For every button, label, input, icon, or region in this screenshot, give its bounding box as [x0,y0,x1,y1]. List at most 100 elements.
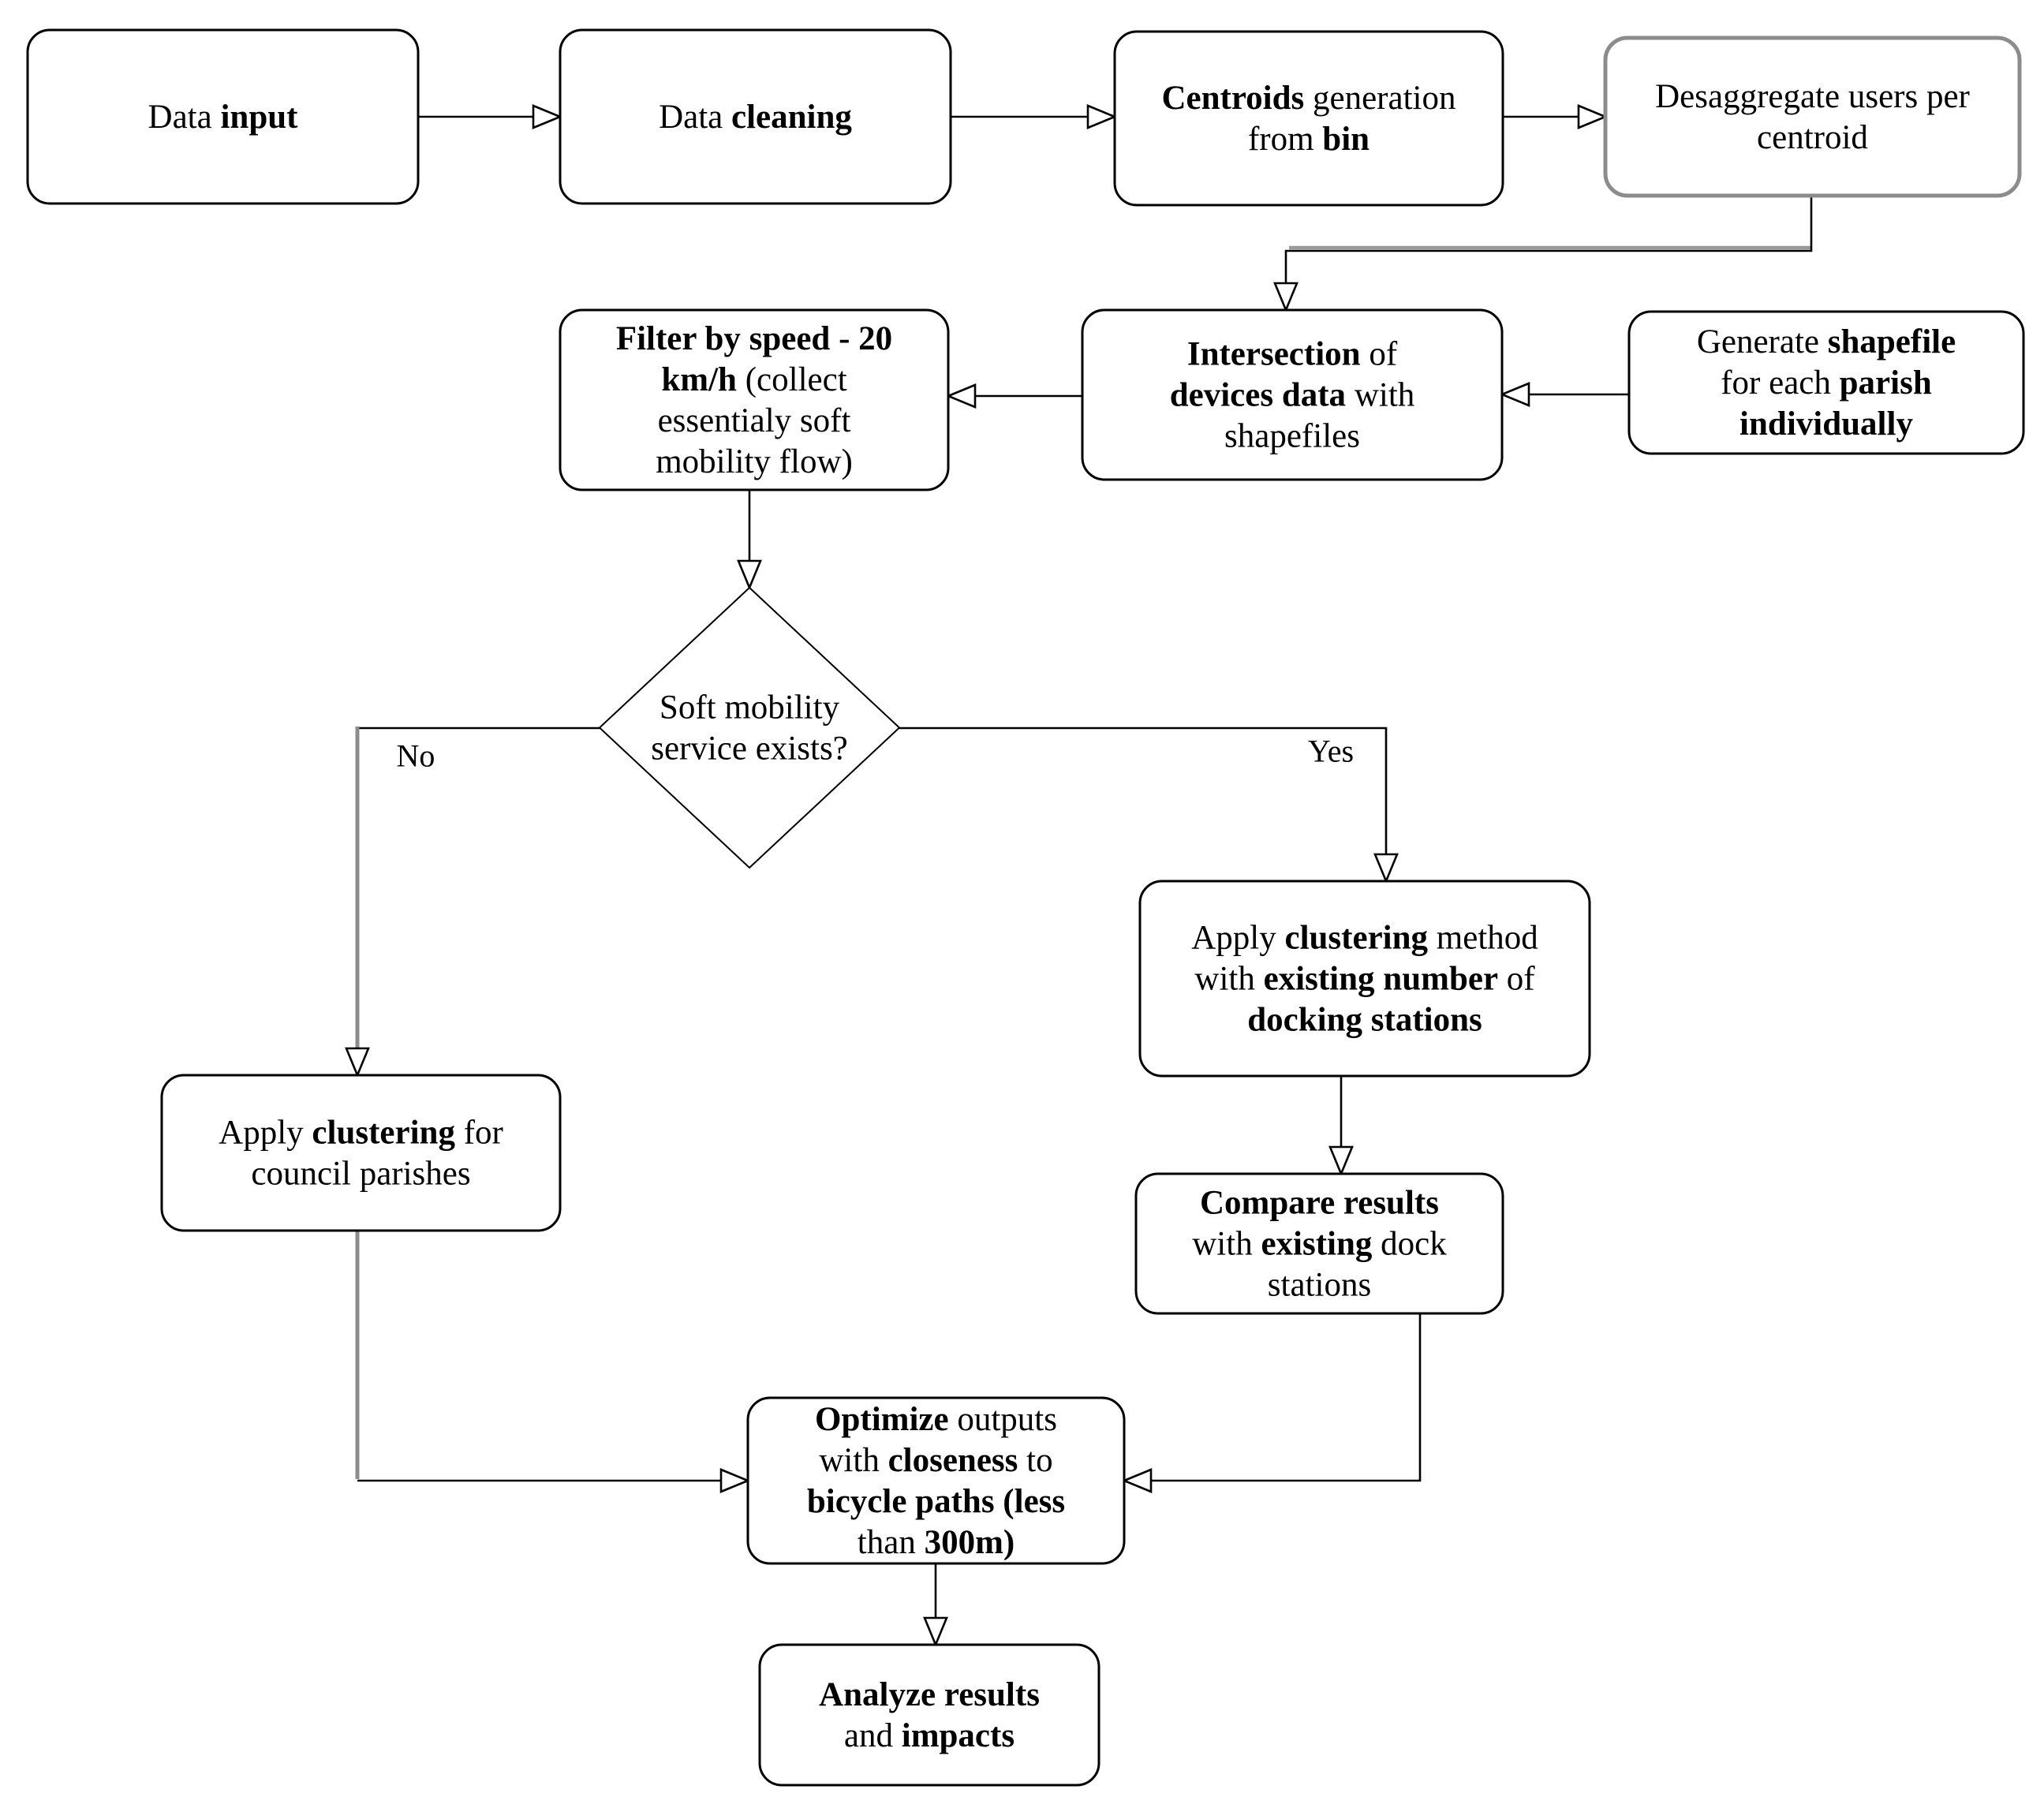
apply-clustering-stations-text-line: with existing number of [1194,960,1535,997]
soft-mobility-decision-text-line: Soft mobility [660,689,840,726]
apply-clustering-parishes-text-segment: clustering [312,1114,455,1151]
compare-results-text-segment: stations [1268,1266,1371,1303]
apply-clustering-parishes-node: Apply clustering for council parishes [160,1074,562,1232]
compare-results-text-segment: dock [1372,1225,1447,1262]
filter-by-speed-text-segment: (collect [737,361,847,398]
intersection-devices-text-line: shapefiles [1224,417,1360,454]
compare-results-text-segment: existing [1261,1225,1372,1262]
filter-by-speed-shape [559,308,950,491]
edge-no-into-apply-parishes-arrowhead-icon [345,1047,370,1078]
optimize-outputs-text-segment: closeness [888,1442,1018,1479]
compare-results-shape [1134,1172,1504,1315]
optimize-outputs-text-segment: 300m) [925,1524,1015,1561]
compare-results-text-line: Compare results [1200,1184,1439,1221]
intersection-devices-text-line: devices data with [1170,376,1415,413]
analyze-results-shape [758,1643,1100,1787]
filter-by-speed-node: Filter by speed - 20 km/h (collect essenti… [559,308,950,491]
data-cleaning-shape [559,28,952,205]
optimize-outputs-text-segment: to [1018,1442,1052,1479]
apply-clustering-stations-text-line: docking stations [1247,1001,1482,1038]
intersection-devices-shape [1081,308,1504,481]
intersection-devices-text-line: Intersection of [1187,335,1398,372]
intersection-devices-text-segment: of [1361,335,1398,372]
apply-clustering-parishes-text-line: council parishes [251,1155,470,1192]
apply-clustering-parishes-text-line: Apply clustering for [219,1114,503,1151]
apply-clustering-parishes-text-segment: council parishes [251,1155,470,1192]
edge-centroids-to-desaggregate [1503,104,1609,129]
generate-shapefile-text-line: for each parish [1721,364,1932,402]
edge-decision-yes-to-apply-clustering-arrowhead-icon [1373,853,1399,884]
apply-clustering-stations-node: Apply clustering method with existing num… [1138,880,1591,1078]
branch-label-yes: Yes [1308,734,1354,769]
filter-by-speed-text-segment: essentialy soft [658,402,851,439]
desaggregate-users-shape [1603,35,2022,198]
apply-clustering-parishes-text-segment: for [455,1114,503,1151]
soft-mobility-decision-text-segment: Soft mobility [660,689,840,726]
edge-data-input-to-data-cleaning-arrowhead-icon [532,104,563,129]
generate-shapefile-text-segment: individually [1739,405,1913,443]
edge-data-cleaning-to-centroids [951,104,1118,129]
centroids-generation-text-line: Centroids generation [1161,80,1455,117]
filter-by-speed-text-segment: Filter by speed - 20 [616,320,892,357]
generate-shapefile-text-line: Generate shapefile [1697,323,1956,360]
generate-shapefile-text-segment: shapefile [1828,323,1956,360]
edge-generate-shapefile-to-intersection [1499,382,1629,407]
apply-clustering-parishes-shape [160,1074,562,1232]
optimize-outputs-text-segment: Optimize [815,1401,949,1438]
soft-mobility-decision-shape [598,586,901,869]
optimize-outputs-text-line: with closeness to [819,1442,1052,1479]
data-input-node: Data input [26,28,420,205]
centroids-generation-text-segment: bin [1322,121,1370,158]
generate-shapefile-text-segment: Generate [1697,323,1828,360]
optimize-outputs-text-line: bicycle paths (less [807,1483,1065,1520]
edge-optimize-to-analyze-arrowhead-icon [923,1616,948,1648]
soft-mobility-decision-text-segment: service exists? [651,730,848,767]
optimize-outputs-text-segment: with [819,1442,887,1479]
filter-by-speed-text-segment: km/h [661,361,737,398]
desaggregate-users-text-segment: Desaggregate users per [1655,78,1970,115]
soft-mobility-decision-text-line: service exists? [651,730,848,767]
apply-clustering-stations-text-segment: clustering [1284,919,1428,956]
compare-results-text-segment: Compare results [1200,1184,1439,1221]
data-cleaning-text-segment: Data [659,99,731,136]
optimize-outputs-node: Optimize outputs with closeness to bicycle… [746,1396,1126,1565]
desaggregate-users-node: Desaggregate users per centroid [1603,35,2022,198]
filter-by-speed-text-line: km/h (collect [661,361,846,398]
apply-clustering-stations-text-segment: docking stations [1247,1001,1482,1038]
analyze-results-text-segment: and [844,1717,902,1754]
optimize-outputs-shape [746,1396,1126,1565]
edge-compare-to-optimize-line [1151,1313,1422,1482]
desaggregate-users-text-line: Desaggregate users per [1655,78,1970,115]
apply-clustering-stations-shape [1138,880,1591,1078]
edge-optimize-to-analyze [923,1563,948,1648]
centroids-generation-text-line: from bin [1248,121,1370,158]
centroids-generation-node: Centroids generation from bin [1113,30,1504,207]
optimize-outputs-text-line: Optimize outputs [815,1401,1057,1438]
filter-by-speed-text-line: mobility flow) [656,443,853,480]
centroids-generation-text-segment: Centroids [1161,80,1304,117]
optimize-outputs-text-line: than 300m) [858,1524,1015,1561]
edge-data-input-to-data-cleaning [418,104,563,129]
compare-results-text-line: stations [1268,1266,1371,1303]
intersection-devices-text-segment: with [1346,376,1414,413]
data-input-text-segment: input [220,99,298,136]
optimize-outputs-text-segment: bicycle paths (less [807,1483,1065,1520]
edge-filter-to-decision [737,490,762,591]
apply-clustering-stations-text-segment: existing number [1264,960,1498,997]
generate-shapefile-node: Generate shapefile for each parishindivid… [1627,310,2025,455]
desaggregate-users-text-segment: centroid [1757,119,1868,156]
intersection-devices-text-segment: Intersection [1187,335,1361,372]
edge-data-cleaning-to-centroids-arrowhead-icon [1086,104,1118,129]
centroids-generation-text-segment: from [1248,121,1322,158]
centroids-generation-shape [1113,30,1504,207]
apply-clustering-stations-text-line: Apply clustering method [1191,919,1538,956]
apply-clustering-stations-text-segment: method [1428,919,1538,956]
edge-desaggregate-to-intersection-arrowhead-icon [1273,282,1299,313]
edge-apply-clustering-to-compare-arrowhead-icon [1328,1145,1354,1177]
edge-no-into-apply-parishes [345,1047,370,1078]
edge-decision-yes-to-apply-clustering-line [899,727,1388,854]
